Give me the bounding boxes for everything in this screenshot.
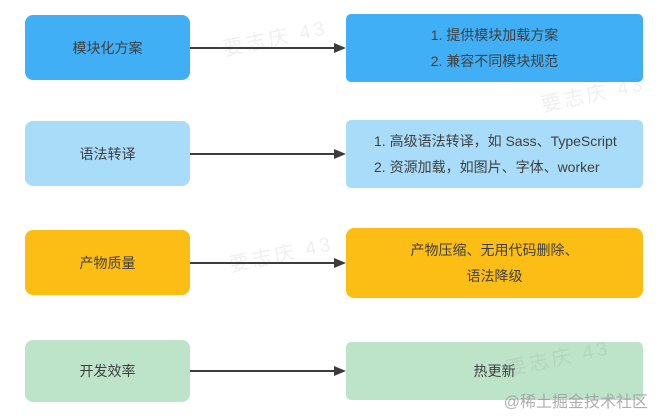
arrow-line bbox=[190, 47, 335, 49]
label-text: 开发效率 bbox=[79, 363, 136, 379]
detail-line: 产物压缩、无用代码删除、 bbox=[410, 242, 579, 258]
arrow-line bbox=[190, 153, 335, 155]
detail-line: 2. 资源加载，如图片、字体、worker bbox=[374, 159, 600, 175]
detail-box-dev-efficiency: 热更新 bbox=[346, 342, 643, 400]
detail-line: 2. 兼容不同模块规范 bbox=[430, 53, 559, 69]
label-text: 模块化方案 bbox=[72, 39, 143, 56]
detail-box-syntax-transpile: 1. 高级语法转译，如 Sass、TypeScript 2. 资源加载，如图片、… bbox=[346, 120, 643, 188]
watermark-diagonal: 要志庆 43 bbox=[227, 233, 336, 277]
label-box-bundle-quality: 产物质量 bbox=[25, 230, 190, 295]
detail-line: 1. 提供模块加载方案 bbox=[430, 27, 559, 43]
arrow-line bbox=[190, 262, 335, 264]
arrow-head-icon bbox=[334, 366, 346, 376]
arrow-head-icon bbox=[334, 43, 346, 53]
arrow-line bbox=[190, 370, 335, 372]
label-text: 语法转译 bbox=[79, 145, 136, 162]
detail-box-bundle-quality: 产物压缩、无用代码删除、 语法降级 bbox=[346, 228, 643, 298]
label-box-syntax-transpile: 语法转译 bbox=[25, 121, 190, 186]
label-box-dev-efficiency: 开发效率 bbox=[25, 340, 190, 402]
watermark-diagonal: 要志庆 43 bbox=[221, 17, 330, 61]
detail-box-modularization: 1. 提供模块加载方案 2. 兼容不同模块规范 bbox=[346, 14, 643, 82]
label-text: 产物质量 bbox=[79, 254, 136, 271]
detail-line: 1. 高级语法转译，如 Sass、TypeScript bbox=[374, 133, 617, 149]
detail-line: 语法降级 bbox=[466, 268, 523, 284]
label-box-modularization: 模块化方案 bbox=[25, 15, 190, 80]
arrow-head-icon bbox=[334, 149, 346, 159]
detail-line: 热更新 bbox=[473, 363, 516, 379]
arrow-head-icon bbox=[334, 258, 346, 268]
